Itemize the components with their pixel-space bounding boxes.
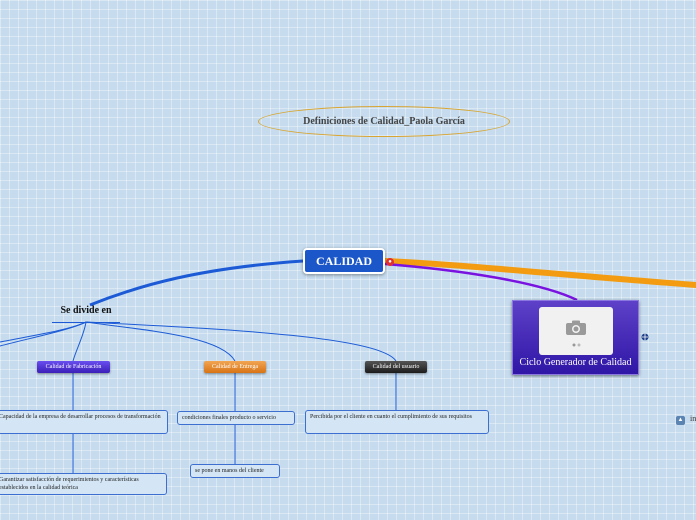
central-topic[interactable]: CALIDAD [303,248,385,274]
detail-entrega-1[interactable]: condiciones finales producto o servicio [177,411,295,425]
link-orange [382,258,696,288]
camera-icon [566,320,586,335]
image-topic-label: Ciclo Generador de Calidad [519,357,632,368]
topic-marker-icon: ● [386,258,394,266]
map-title[interactable]: Definiciones de Calidad_Paola García [258,106,510,137]
link-central-to-divide [89,259,304,307]
topic-calidad-fabricacion[interactable]: Calidad de Fabricación [37,361,110,373]
image-placeholder [539,307,613,355]
pagination-dots [572,343,581,347]
detail-fabricacion-2[interactable]: Garantizar satisfacción de requerimiento… [0,473,167,495]
topic-calidad-entrega[interactable]: Calidad de Entrega [204,361,266,373]
offscreen-topic-label[interactable]: in [690,414,696,423]
detail-fabricacion-1[interactable]: Capacidad de la empresa de desarrollar p… [0,410,168,434]
detail-usuario-1[interactable]: Percibida por el cliente en cuanto el cu… [305,410,489,434]
detail-entrega-2[interactable]: se pone en manos del cliente [190,464,280,478]
offscreen-topic-icon: ▲ [676,416,685,425]
relation-label[interactable]: Se divide en [52,305,120,323]
link-purple [384,262,578,302]
globe-icon[interactable] [641,333,649,341]
topic-calidad-usuario[interactable]: Calidad del usuario [365,361,427,373]
image-topic-ciclo[interactable]: Ciclo Generador de Calidad [512,300,639,375]
